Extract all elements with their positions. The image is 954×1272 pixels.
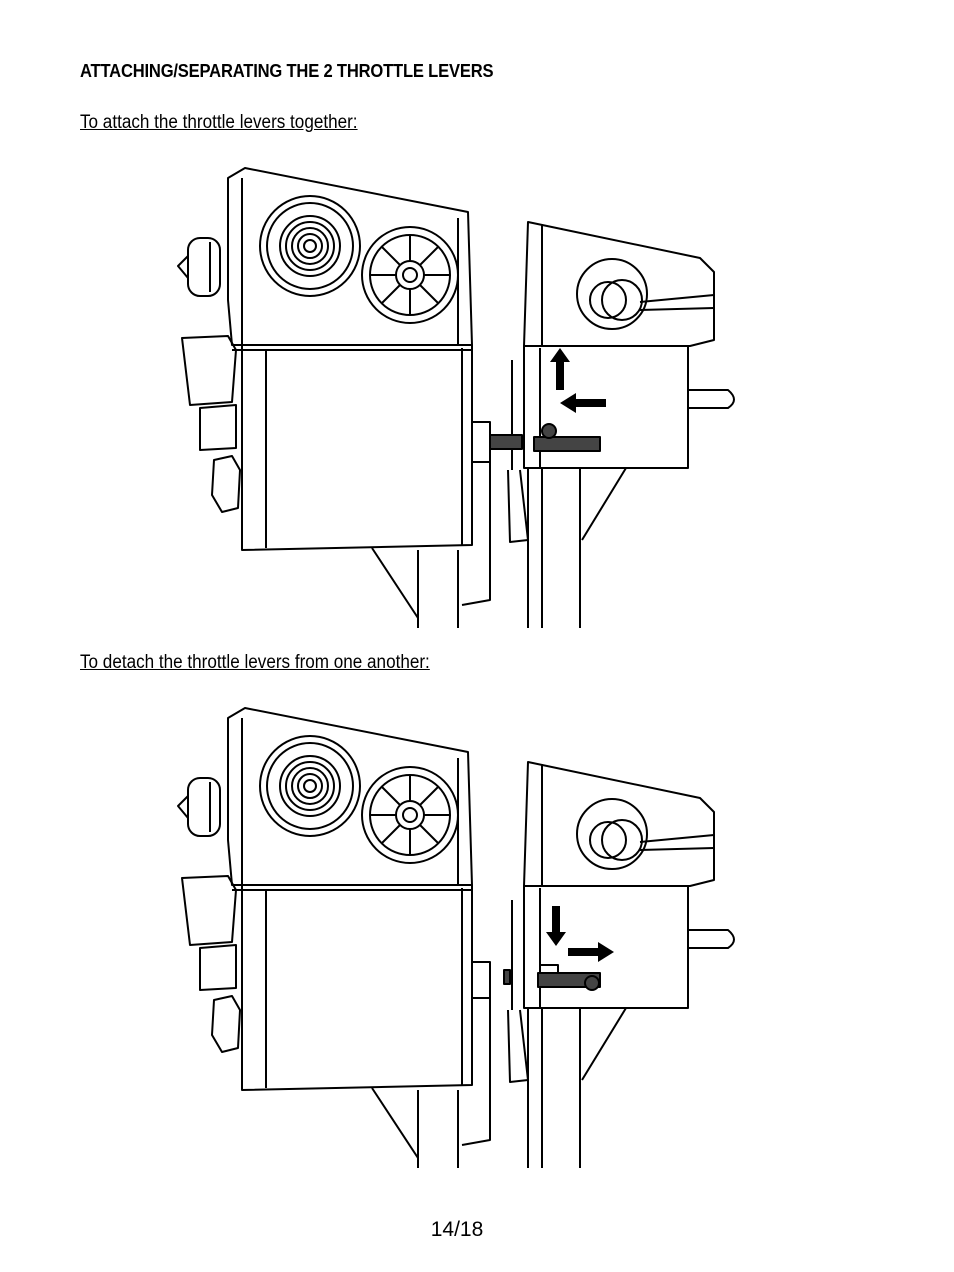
left-dial-icon xyxy=(259,735,361,837)
left-dial-icon xyxy=(259,195,361,297)
attach-caption: To attach the throttle levers together: xyxy=(80,112,358,133)
left-throttle-head xyxy=(227,167,473,346)
right-button-icon xyxy=(576,258,648,330)
left-wheel-icon xyxy=(361,766,459,864)
arrow-up-icon xyxy=(550,348,570,390)
side-knob xyxy=(187,777,221,837)
left-side-buttons xyxy=(181,335,241,513)
arrow-left-icon xyxy=(560,393,606,413)
detach-illustration xyxy=(0,690,954,1170)
attach-illustration xyxy=(0,150,954,630)
side-knob xyxy=(187,237,221,297)
section-heading: ATTACHING/SEPARATING THE 2 THROTTLE LEVE… xyxy=(80,61,494,81)
detach-caption: To detach the throttle levers from one a… xyxy=(80,652,430,673)
connecting-pin xyxy=(489,434,523,450)
arrow-down-icon xyxy=(546,906,566,946)
left-wheel-icon xyxy=(361,226,459,324)
arrow-right-icon xyxy=(568,942,614,962)
left-throttle-head xyxy=(227,707,473,886)
right-lever-handle xyxy=(688,929,735,949)
left-throttle-body xyxy=(232,884,473,1091)
left-side-buttons xyxy=(181,875,241,1053)
page-number: 14/18 xyxy=(430,1218,484,1241)
right-button-icon xyxy=(576,798,648,870)
slide-bar xyxy=(533,436,601,452)
right-lever-handle xyxy=(688,389,735,409)
left-throttle-body xyxy=(232,344,473,551)
